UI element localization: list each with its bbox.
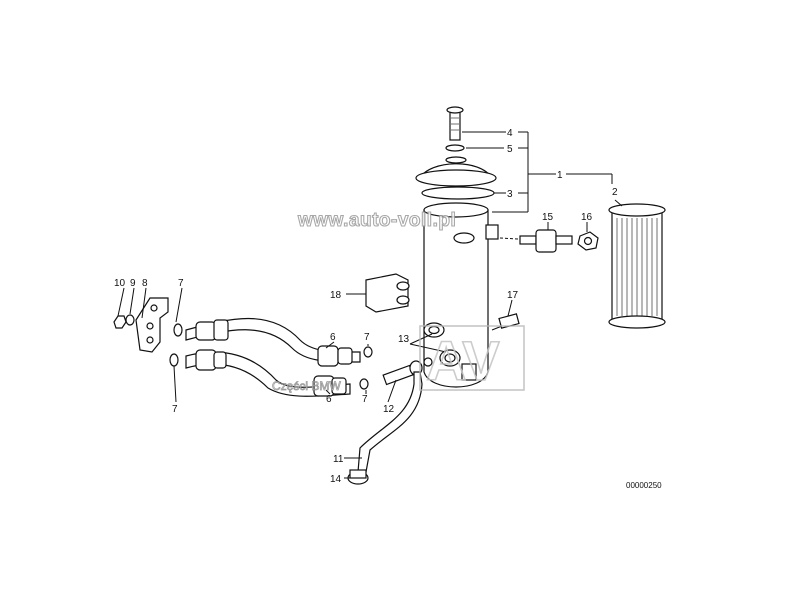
callout-10: 10	[114, 278, 126, 289]
watermark-logo-frame	[419, 325, 525, 391]
callout-17: 17	[507, 290, 519, 301]
callout-2: 2	[612, 187, 618, 198]
temperature-sensor	[491, 313, 520, 331]
drawing-code: 00000250	[626, 481, 662, 490]
callout-6-upper: 6	[330, 332, 336, 343]
callout-6-lower: 6	[326, 394, 332, 405]
callout-4: 4	[507, 128, 513, 139]
callout-1: 1	[557, 170, 563, 181]
connector-block	[365, 273, 410, 313]
callout-15: 15	[542, 212, 554, 223]
callout-14: 14	[330, 474, 342, 485]
leader-lines	[117, 131, 623, 479]
oil-hose-upper	[185, 317, 361, 367]
watermark-site: www.auto-voll.pl	[297, 210, 456, 231]
callout-7-lower-right: 7	[362, 394, 368, 405]
filter-housing	[415, 106, 499, 388]
callout-9: 9	[130, 278, 136, 289]
callout-7-lower-left: 7	[172, 404, 178, 415]
hose-bracket	[113, 297, 169, 353]
callout-12: 12	[383, 404, 395, 415]
callout-7-top-left: 7	[178, 278, 184, 289]
filter-element	[608, 203, 666, 329]
drain-line	[347, 357, 433, 485]
callout-16: 16	[581, 212, 593, 223]
callout-numbers: 1 2 3 4 5 6 6 7 7 7 7 8 9 10 11 12 13 14…	[114, 128, 618, 485]
callout-13: 13	[398, 334, 410, 345]
callout-5: 5	[507, 144, 513, 155]
callout-11: 11	[333, 454, 344, 465]
callout-3: 3	[507, 189, 513, 200]
watermark: www.auto-voll.pl AV Części BMW	[272, 209, 525, 393]
callout-7-upper-right: 7	[364, 332, 370, 343]
callout-18: 18	[330, 290, 342, 301]
watermark-sub: Części BMW	[272, 379, 341, 393]
oil-hose-lower	[185, 349, 351, 397]
callout-8: 8	[142, 278, 148, 289]
watermark-logo-letters: AV	[426, 329, 500, 392]
pressure-switch	[499, 229, 599, 253]
